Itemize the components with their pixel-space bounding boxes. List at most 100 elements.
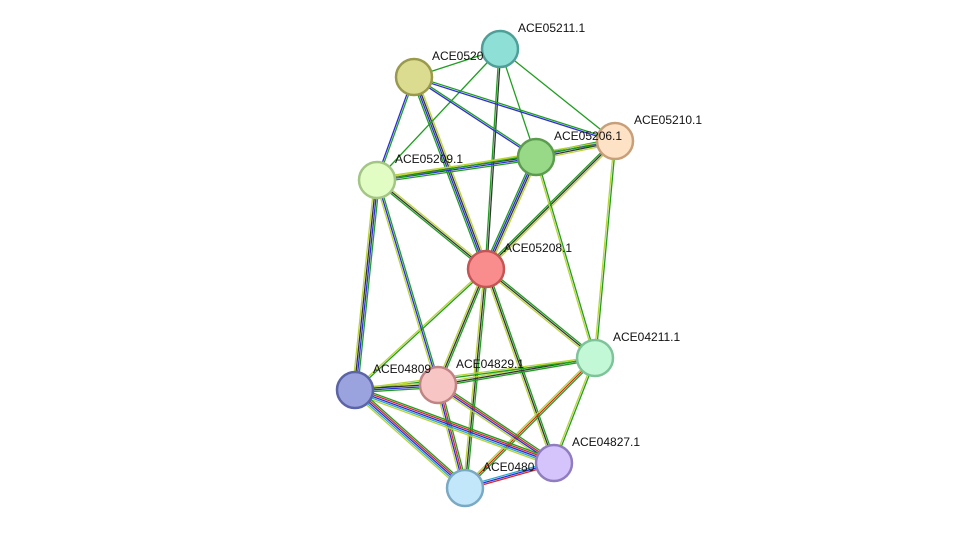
edge-strand [414, 75, 537, 157]
edge-strand [355, 180, 379, 391]
edge-strand [438, 359, 596, 388]
edge-strand [486, 267, 597, 358]
edge-strand [483, 155, 535, 269]
node-label-ace04211-1: ACE04211.1 [613, 330, 680, 344]
edge-strand [485, 268, 555, 464]
edge-strand [486, 268, 557, 463]
edge-strand [376, 179, 439, 386]
edge-strand [356, 180, 381, 391]
edge-strand [353, 179, 377, 390]
node-label-ace05208-1: ACE05208.1 [504, 241, 572, 255]
edge-strand [414, 75, 616, 141]
labels-layer: ACE05208.1ACE05211.1ACE0520ACE05206.1ACE… [373, 21, 702, 474]
edge-strand [354, 389, 555, 464]
edge-strand [377, 178, 488, 269]
edge-strand [378, 179, 441, 385]
node-ace05208-1[interactable] [466, 249, 506, 289]
edge-strand [486, 49, 502, 270]
edge-strand [483, 269, 554, 464]
node-label-ace04829-1: ACE04829.1 [456, 357, 524, 371]
edge-strand [353, 390, 465, 490]
node-label-ace0480: ACE0480 [483, 460, 535, 474]
node-label-ace05210-1: ACE05210.1 [634, 113, 702, 127]
edge-strand [536, 156, 597, 358]
node-label-ace0520: ACE0520 [432, 49, 484, 63]
edge-strand [486, 157, 538, 270]
edge-strand [437, 385, 554, 465]
node-label-ace05206-1: ACE05206.1 [554, 129, 622, 143]
edge-ace05208-1-ace05211-1 [484, 48, 502, 270]
edge-ace04809-ace04827-1 [353, 386, 556, 467]
edge-strand [465, 358, 597, 490]
edge-strand [464, 357, 596, 489]
edge-strand [355, 386, 556, 461]
edge-strand [438, 383, 555, 463]
edge-strand [534, 157, 595, 359]
edge-strand [487, 157, 539, 271]
edge-strand [412, 77, 486, 270]
edge-strand [375, 180, 486, 271]
node-ace05211-1[interactable] [480, 29, 520, 69]
edge-ace05211-1-ace05210-1 [499, 48, 616, 142]
nodes-layer [335, 29, 635, 508]
edge-strand [485, 268, 596, 359]
edge-strand [439, 382, 556, 462]
node-ace05210-1[interactable] [595, 121, 635, 161]
edge-strand [413, 77, 536, 159]
edge-strand [374, 180, 437, 386]
edge-strand [484, 269, 595, 360]
node-ace0520[interactable] [394, 57, 434, 97]
node-label-ace05211-1: ACE05211.1 [518, 21, 585, 35]
edge-ace0520-ace05210-1 [413, 75, 616, 143]
edge-strand [377, 158, 537, 184]
edge-strand [411, 77, 485, 271]
node-ace0480[interactable] [445, 468, 485, 508]
edge-ace05210-1-ace05209-1 [376, 139, 616, 182]
edge-ace0520-ace05206-1 [413, 75, 537, 159]
node-label-ace05209-1: ACE05209.1 [395, 152, 463, 166]
edge-ace04809-ace0480 [352, 386, 468, 492]
edge-ace05208-1-ace04211-1 [484, 267, 597, 360]
edge-ace05211-1-ace05209-1 [376, 48, 501, 181]
edge-strand [484, 156, 536, 269]
node-ace05209-1[interactable] [357, 160, 397, 200]
edge-strand [356, 386, 468, 486]
edge-ace05208-1-ace05206-1 [483, 155, 539, 271]
edge-strand [376, 48, 501, 181]
edge-strand [499, 48, 616, 142]
edge-ace05210-1-ace04211-1 [593, 140, 617, 359]
edge-strand [354, 356, 595, 390]
edge-strand [355, 387, 555, 463]
edge-strand [435, 268, 486, 385]
edge-strand [354, 389, 466, 489]
edge-strand [437, 268, 487, 386]
edge-ace05208-1-ace04827-1 [483, 268, 557, 464]
edge-strand [376, 139, 615, 180]
edge-strand [353, 392, 554, 467]
node-ace04211-1[interactable] [575, 338, 615, 378]
edge-strand [414, 76, 488, 269]
node-label-ace04809: ACE04809 [373, 362, 431, 376]
edge-ace05209-1-ace04809 [351, 179, 381, 391]
edge-strand [595, 141, 617, 359]
edge-strand [355, 388, 467, 488]
edge-strand [377, 141, 616, 182]
edge-ace05206-1-ace04211-1 [534, 156, 597, 359]
edge-strand [438, 269, 489, 386]
edge-strand [484, 48, 500, 269]
edge-ace04211-1-ace0480 [463, 356, 597, 490]
edge-ace05208-1-ace04829-1 [435, 268, 489, 386]
edge-ace05208-1-ace05209-1 [375, 178, 488, 271]
edge-strand [376, 179, 487, 270]
edge-strand [352, 392, 464, 492]
node-ace04829-1[interactable] [418, 365, 458, 405]
node-ace04809[interactable] [335, 370, 375, 410]
edge-strand [413, 77, 615, 143]
edge-strand [593, 140, 615, 358]
node-ace04827-1[interactable] [534, 443, 574, 483]
node-ace05206-1[interactable] [516, 137, 556, 177]
edge-ace05209-1-ace04829-1 [374, 179, 441, 386]
node-label-ace04827-1: ACE04827.1 [572, 435, 640, 449]
edge-strand [463, 356, 595, 488]
